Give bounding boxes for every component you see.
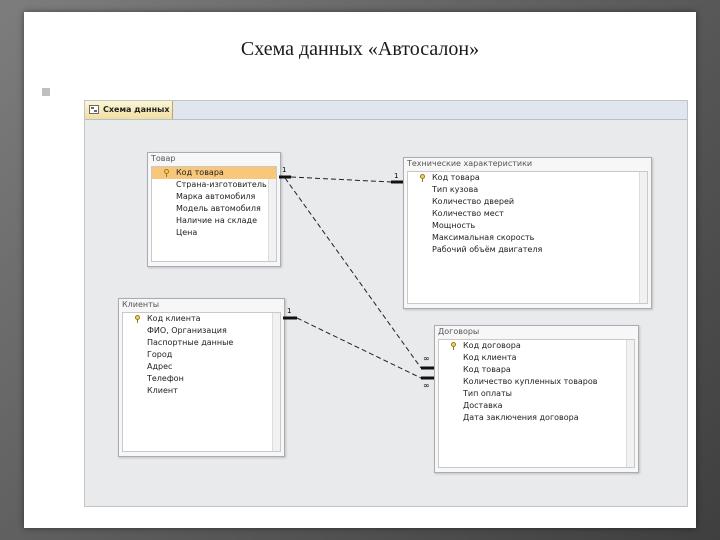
scrollbar[interactable] — [639, 172, 647, 303]
tab-label: Схема данных — [103, 105, 170, 114]
field-label: Код договора — [463, 341, 521, 350]
field-row[interactable]: Код клиента — [123, 313, 280, 325]
field-label: Тип кузова — [432, 185, 479, 194]
field-label: Наличие на складе — [176, 216, 257, 225]
field-row[interactable]: Код товара — [152, 167, 276, 179]
field-row[interactable]: Телефон — [123, 373, 280, 385]
field-label: Код товара — [463, 365, 511, 374]
field-label: Код клиента — [147, 314, 201, 323]
one-end-label: 1 — [282, 166, 286, 174]
field-row[interactable]: Цена — [152, 227, 276, 239]
field-row[interactable]: Наличие на складе — [152, 215, 276, 227]
relationship-tovar-contracts[interactable]: ∞ — [279, 175, 434, 370]
field-row[interactable]: Модель автомобиля — [152, 203, 276, 215]
field-row[interactable]: Количество дверей — [408, 196, 647, 208]
primary-key-icon — [164, 169, 169, 177]
field-row[interactable]: Город — [123, 349, 280, 361]
table-title[interactable]: Договоры — [438, 327, 480, 336]
document-tab-strip: Схема данных — [85, 101, 687, 120]
tab-schema[interactable]: Схема данных — [85, 101, 173, 119]
field-row[interactable]: Паспортные данные — [123, 337, 280, 349]
field-row[interactable]: Страна-изготовитель — [152, 179, 276, 191]
field-row[interactable]: Количество купленных товаров — [439, 376, 634, 388]
field-row[interactable]: Код клиента — [439, 352, 634, 364]
field-row[interactable]: Рабочий объём двигателя — [408, 244, 647, 256]
scrollbar[interactable] — [626, 340, 634, 467]
one-end-label: 1 — [394, 172, 398, 180]
field-row[interactable]: Тип оплаты — [439, 388, 634, 400]
field-label: Марка автомобиля — [176, 192, 256, 201]
field-row[interactable]: Тип кузова — [408, 184, 647, 196]
scrollbar[interactable] — [268, 167, 276, 261]
field-label: Цена — [176, 228, 198, 237]
table-title[interactable]: Технические характеристики — [407, 159, 533, 168]
field-label: Доставка — [463, 401, 503, 410]
field-row[interactable]: Код товара — [408, 172, 647, 184]
table-title[interactable]: Товар — [151, 154, 176, 163]
one-end-label: 1 — [287, 307, 291, 315]
field-label: Модель автомобиля — [176, 204, 261, 213]
field-label: Код товара — [176, 168, 224, 177]
field-label: Страна-изготовитель — [176, 180, 267, 189]
field-row[interactable]: Клиент — [123, 385, 280, 397]
relationship-tovar-tech[interactable]: 1 1 — [279, 166, 403, 184]
field-row[interactable]: Адрес — [123, 361, 280, 373]
field-label: Код клиента — [463, 353, 517, 362]
field-label: ФИО, Организация — [147, 326, 227, 335]
field-row[interactable]: Мощность — [408, 220, 647, 232]
field-label: Паспортные данные — [147, 338, 234, 347]
field-label: Дата заключения договора — [463, 413, 579, 422]
bullet-square-icon — [42, 88, 50, 96]
field-label: Мощность — [432, 221, 476, 230]
field-label: Тип оплаты — [463, 389, 512, 398]
field-row[interactable]: Код договора — [439, 340, 634, 352]
field-label: Код товара — [432, 173, 480, 182]
primary-key-icon — [420, 174, 425, 182]
field-row[interactable]: Максимальная скорость — [408, 232, 647, 244]
field-label: Адрес — [147, 362, 173, 371]
field-label: Количество купленных товаров — [463, 377, 598, 386]
field-label: Город — [147, 350, 173, 359]
slide: Схема данных «Автосалон» Схема данных То… — [24, 12, 696, 528]
field-label: Максимальная скорость — [432, 233, 535, 242]
field-row[interactable]: Количество мест — [408, 208, 647, 220]
many-end-label: ∞ — [423, 381, 430, 390]
relationship-lines: 1 1 ∞ 1 ∞ — [279, 166, 434, 390]
schema-icon — [89, 105, 99, 114]
field-label: Количество мест — [432, 209, 504, 218]
field-label: Телефон — [147, 374, 184, 383]
field-row[interactable]: Дата заключения договора — [439, 412, 634, 424]
relationship-clients-contracts[interactable]: 1 ∞ — [283, 307, 434, 390]
field-row[interactable]: Доставка — [439, 400, 634, 412]
field-label: Клиент — [147, 386, 178, 395]
field-row[interactable]: Код товара — [439, 364, 634, 376]
slide-title: Схема данных «Автосалон» — [240, 38, 480, 60]
many-end-label: ∞ — [423, 354, 430, 363]
field-label: Рабочий объём двигателя — [432, 245, 543, 254]
field-row[interactable]: Марка автомобиля — [152, 191, 276, 203]
table-title[interactable]: Клиенты — [122, 300, 160, 309]
field-label: Количество дверей — [432, 197, 515, 206]
primary-key-icon — [451, 342, 456, 350]
primary-key-icon — [135, 315, 140, 323]
scrollbar[interactable] — [272, 313, 280, 451]
field-row[interactable]: ФИО, Организация — [123, 325, 280, 337]
